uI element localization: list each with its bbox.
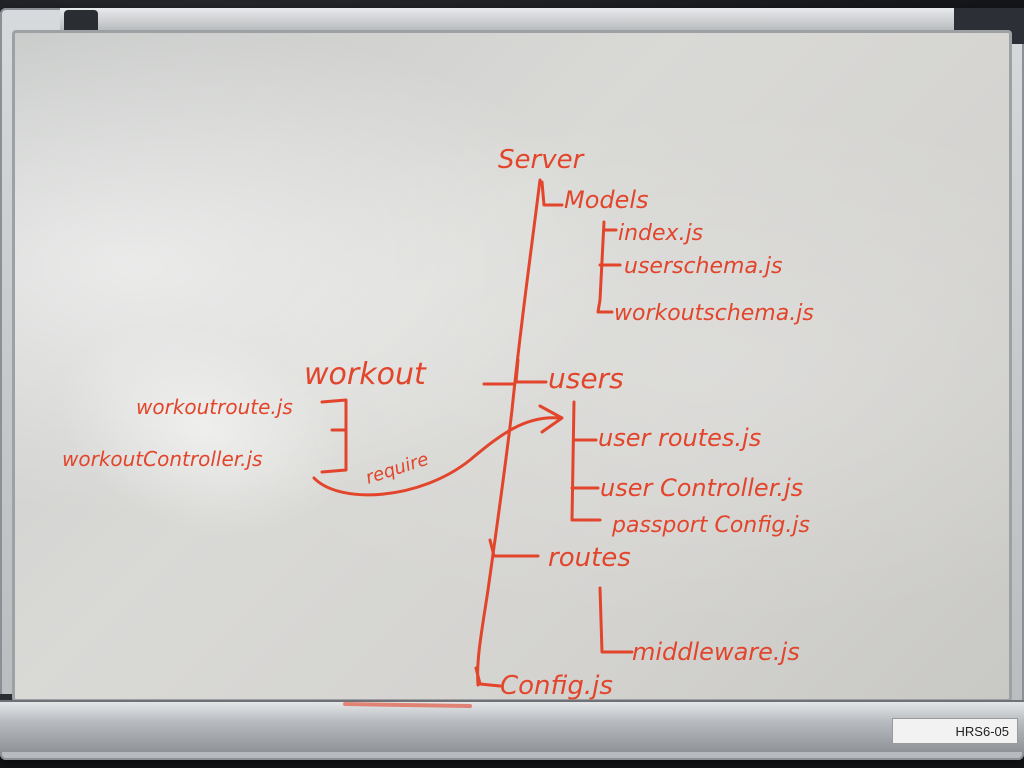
label-users: users — [548, 362, 624, 395]
users-subtrunk — [570, 400, 602, 522]
marker-tray — [0, 700, 1024, 752]
side-labels: workout workoutroute.js workoutControlle… — [62, 357, 431, 489]
board-label-tag: HRS6-05 — [892, 718, 1018, 744]
models-subtrunk — [596, 220, 614, 314]
trunk-line — [476, 178, 542, 687]
label-server: Server — [498, 145, 586, 175]
label-userschema: userschema.js — [624, 254, 783, 279]
marker-smudge — [343, 702, 472, 708]
label-routes: routes — [548, 543, 631, 573]
label-require: require — [363, 449, 431, 489]
workout-bracket — [320, 398, 348, 474]
board-label-text: HRS6-05 — [955, 723, 1009, 739]
label-workoutroute: workoutroute.js — [136, 395, 293, 419]
label-workoutcontroller: workoutController.js — [62, 447, 262, 471]
whiteboard-surface — [12, 30, 1012, 702]
branch-users — [514, 358, 548, 384]
label-usercontroller: user Controller.js — [600, 474, 803, 502]
frame-top-rail — [60, 8, 1024, 30]
branch-config — [474, 666, 502, 688]
branch-middleware — [598, 586, 634, 654]
require-arrowhead — [538, 404, 564, 434]
branch-routes — [488, 538, 540, 558]
label-workoutschema: workoutschema.js — [614, 301, 814, 326]
require-arrow — [312, 416, 562, 497]
label-workout: workout — [304, 357, 427, 392]
label-config: Config.js — [500, 671, 613, 701]
tree-labels: Server Models index.js userschema.js wor… — [498, 145, 814, 701]
label-middleware: middleware.js — [632, 638, 800, 666]
label-models: Models — [564, 186, 649, 214]
label-passportconfig: passport Config.js — [611, 513, 810, 538]
tree-lines — [312, 178, 634, 708]
label-userroutes: user routes.js — [598, 424, 761, 452]
branch-models — [540, 180, 564, 207]
label-index: index.js — [618, 221, 703, 246]
